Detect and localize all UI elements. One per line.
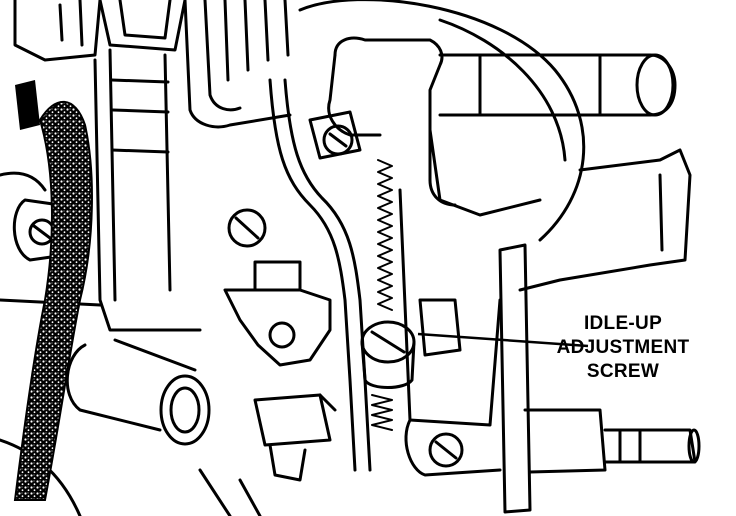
callout-line-1: IDLE-UP: [583, 313, 663, 334]
top-bolt: [308, 110, 362, 160]
callout-line-3: SCREW: [586, 361, 660, 382]
hose-nipple: [438, 53, 677, 117]
idle-up-screw: [360, 320, 416, 389]
right-lower-housing: [398, 188, 502, 477]
upper-housing: [183, 0, 292, 129]
central-post: [108, 48, 172, 302]
dashpot: [498, 243, 701, 514]
wire-harness: [13, 100, 93, 501]
right-bracket: [518, 148, 692, 292]
diaphragm-housing: [298, 0, 586, 242]
left-screw: [227, 208, 267, 248]
linkage-plate: [223, 260, 332, 367]
callout-leader-line: [417, 332, 589, 348]
coil-spring: [377, 159, 393, 311]
throttle-rod: [268, 78, 372, 472]
lower-right-screw: [428, 432, 464, 468]
idle-up-adjustment-screw-label: IDLE-UP ADJUSTMENT SCREW: [548, 312, 698, 384]
callout-line-2: ADJUSTMENT: [556, 337, 690, 358]
lower-fitting: [65, 338, 211, 446]
wire-harness-upper: [15, 80, 40, 130]
lower-spring: [371, 394, 393, 431]
upper-left-casting: [13, 0, 187, 62]
lower-bracket: [253, 393, 337, 482]
